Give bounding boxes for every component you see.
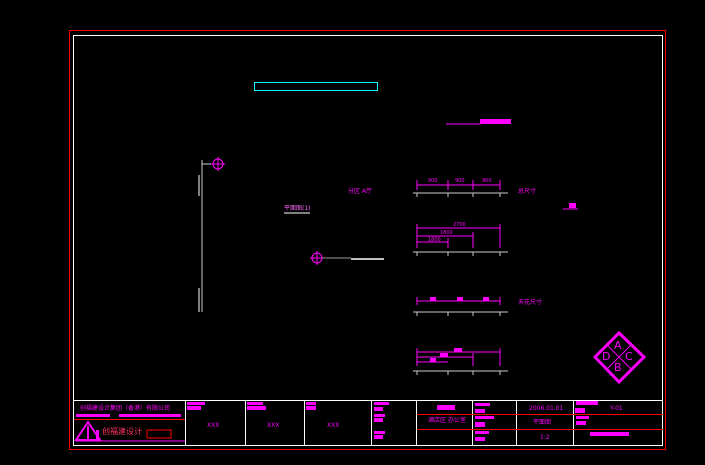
company-logo — [74, 420, 185, 442]
logo-text: 创福建设计 — [102, 427, 142, 436]
grid-bubble-label-a: A — [614, 339, 622, 352]
title-cell-1: XXX — [207, 422, 220, 429]
title-block-labels — [76, 401, 629, 441]
ceiling-label: 天花尺寸 — [518, 299, 543, 306]
grid-bubble-abcd[interactable] — [592, 330, 647, 385]
dim-text: 1800 — [428, 237, 441, 243]
baseline-3-ticks — [416, 312, 501, 316]
company-name: 创福建设计集团（香港）有限公司 — [80, 405, 171, 412]
outer-frame — [69, 30, 666, 450]
dim-text: 900 — [482, 178, 492, 184]
dimension-group-2 — [416, 224, 501, 248]
title-cell-3: XXX — [327, 422, 340, 429]
dim-text: 1800 — [440, 230, 453, 236]
dimension-group-4 — [416, 348, 501, 366]
top-leader-block — [480, 119, 511, 124]
dim-text: 900 — [455, 178, 465, 184]
dimension-label: 总尺寸 — [518, 188, 537, 195]
title-block — [73, 400, 663, 445]
dim-text: 2700 — [453, 222, 466, 228]
dimension-group-3 — [416, 297, 501, 305]
area-label: 分区 A厅 — [348, 188, 373, 195]
grid-bubble-label-c: C — [625, 350, 633, 363]
baseline-4-ticks — [416, 371, 501, 375]
small-mark — [569, 203, 576, 208]
drawing-date: 2006.01.01 — [529, 405, 564, 412]
grid-bubble-label-b: B — [614, 361, 622, 374]
cyan-highlight-bar — [254, 82, 378, 91]
baseline-2-ticks — [416, 252, 501, 256]
dimension-group-1 — [416, 180, 501, 190]
project-name: 酒店区 办公室 — [428, 417, 466, 424]
inner-frame — [73, 35, 663, 446]
elevation-title: 平面图(1) — [284, 205, 311, 212]
section-marker-top[interactable] — [211, 157, 225, 171]
drawing-name: 平面图 — [533, 419, 552, 426]
drawing-scale: 1:2 — [540, 434, 550, 441]
drawing-number: Y-01 — [610, 405, 623, 412]
title-block-red-rows — [74, 414, 663, 430]
grid-bubble-label-d: D — [602, 350, 611, 363]
baseline-1-ticks — [416, 193, 501, 197]
section-marker-mid[interactable] — [310, 251, 324, 265]
title-cell-2: XXX — [267, 422, 280, 429]
dim-text: 900 — [428, 178, 438, 184]
